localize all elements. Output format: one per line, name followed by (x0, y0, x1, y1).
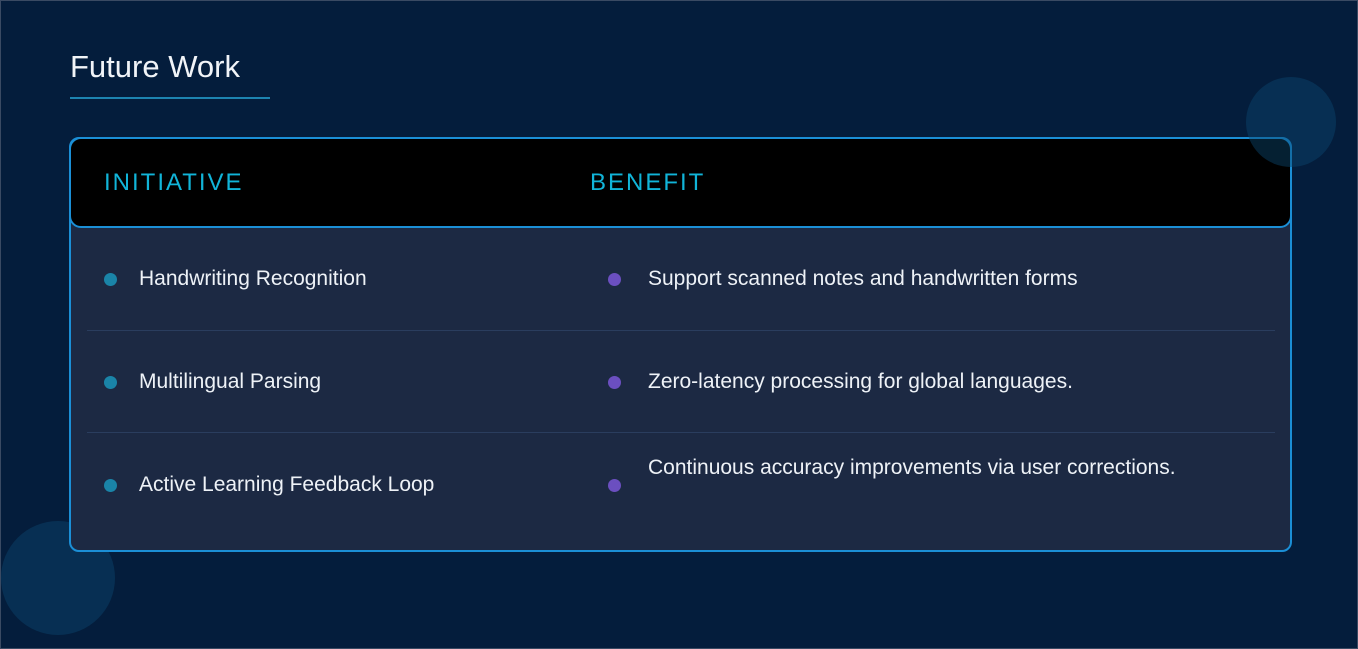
initiative-text: Multilingual Parsing (139, 370, 322, 393)
initiative-text: Active Learning Feedback Loop (139, 473, 435, 496)
page-title: Future Work (70, 49, 270, 99)
bullet-icon (608, 479, 621, 492)
benefit-text: Continuous accuracy improvements via use… (648, 456, 1176, 479)
bullet-icon (608, 273, 621, 286)
bullet-icon (608, 376, 621, 389)
bullet-icon (104, 479, 117, 492)
table-row: Active Learning Feedback Loop Continuous… (87, 433, 1275, 550)
benefit-text: Zero-latency processing for global langu… (648, 370, 1073, 393)
table-row: Handwriting Recognition Support scanned … (87, 228, 1275, 331)
bullet-icon (104, 376, 117, 389)
bullet-icon (104, 273, 117, 286)
table-header: INITIATIVE BENEFIT (69, 137, 1292, 228)
benefit-text: Support scanned notes and handwritten fo… (648, 267, 1078, 290)
table-row: Multilingual Parsing Zero-latency proces… (87, 331, 1275, 433)
header-benefit: BENEFIT (590, 169, 706, 196)
initiative-text: Handwriting Recognition (139, 267, 367, 290)
future-work-table: INITIATIVE BENEFIT Handwriting Recogniti… (69, 137, 1292, 552)
header-initiative: INITIATIVE (104, 169, 244, 196)
